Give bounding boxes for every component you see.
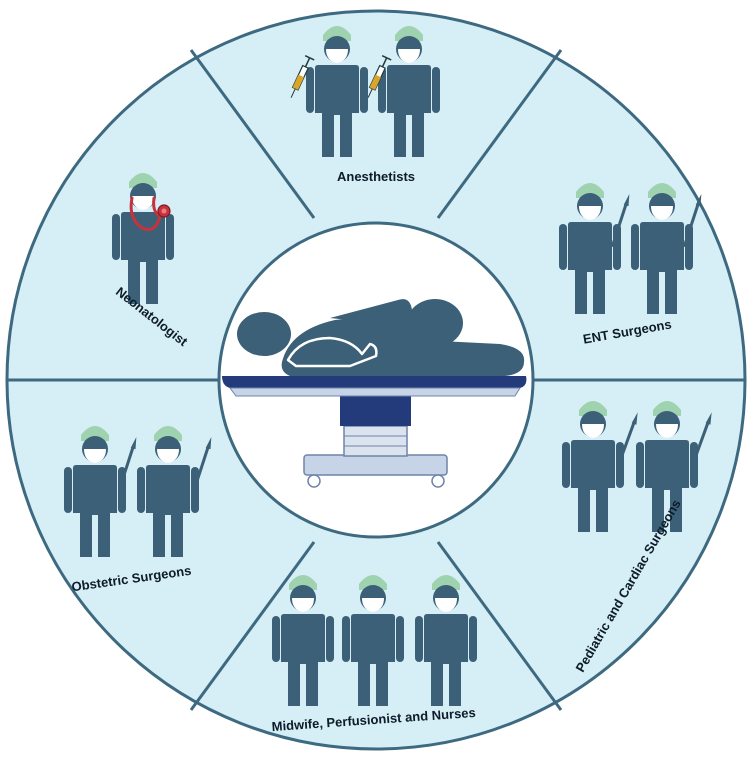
stethoscope-icon <box>129 196 162 231</box>
segment-dividers <box>7 49 745 711</box>
patient-figure <box>237 299 525 376</box>
patient-on-operating-table <box>222 299 527 488</box>
segment-anesthetists: Anesthetists <box>285 26 440 184</box>
label-anesthetists: Anesthetists <box>337 169 415 184</box>
operating-table <box>222 376 527 488</box>
